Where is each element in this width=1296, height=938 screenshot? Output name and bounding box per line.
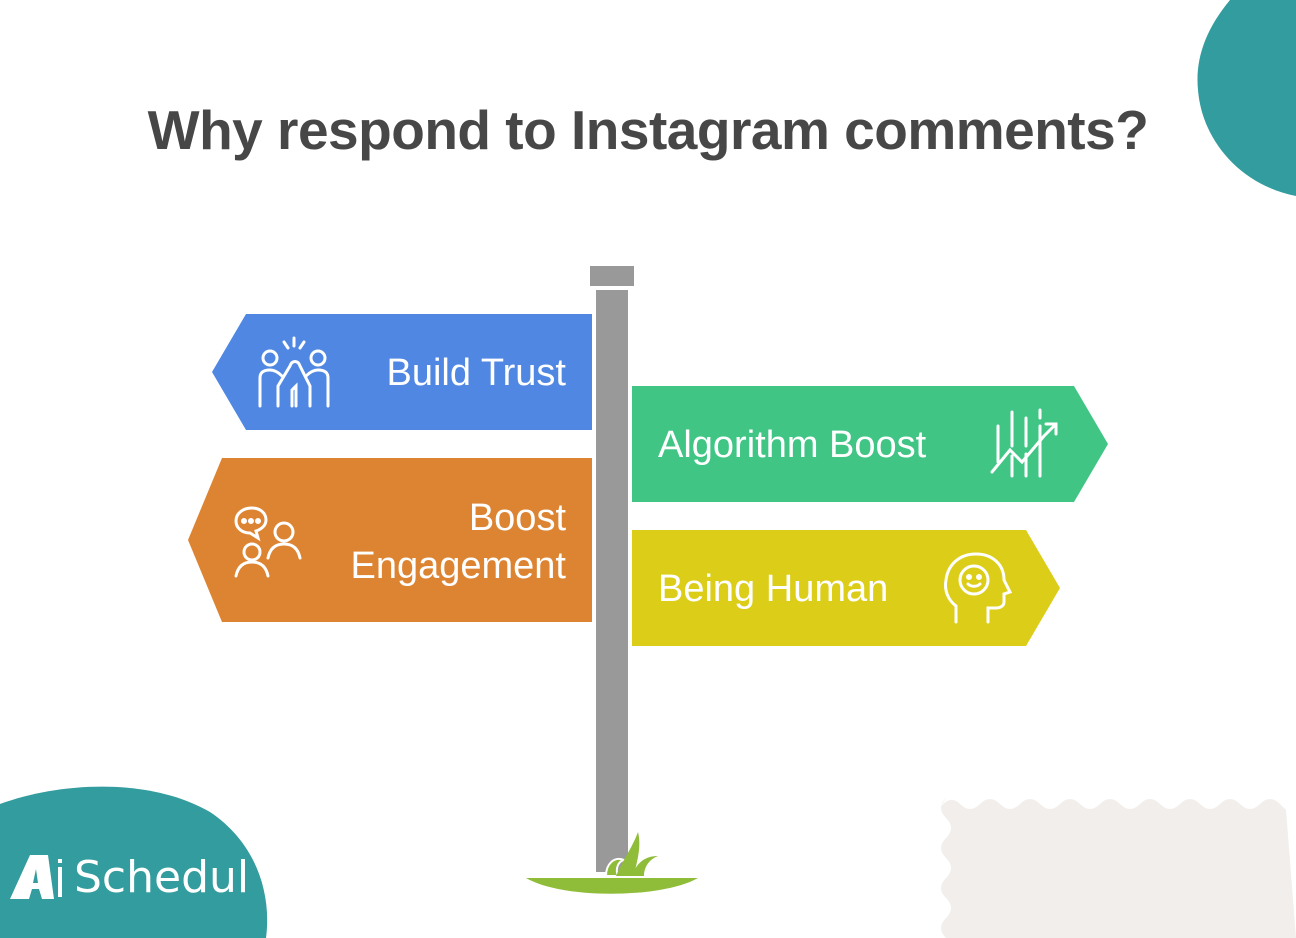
sign-label-line2: Engagement xyxy=(350,545,567,587)
sign-algorithm-boost: Algorithm Boost xyxy=(632,386,1108,502)
chat-people-icon xyxy=(234,506,302,578)
logo-text: Schedul xyxy=(74,852,250,903)
sign-shape xyxy=(632,386,1108,502)
sign-label-line1: Boost xyxy=(468,497,566,539)
teal-blob-top-right xyxy=(1197,0,1296,196)
logo: Schedul xyxy=(8,852,249,903)
high-five-icon xyxy=(258,336,330,408)
sign-build-trust: Build Trust xyxy=(212,314,592,430)
sign-shape xyxy=(632,530,1060,646)
sign-label: Algorithm Boost xyxy=(658,424,927,466)
sign-label: Being Human xyxy=(658,568,889,610)
grass-base xyxy=(526,832,698,894)
teal-blob-bottom-left xyxy=(0,786,268,938)
page-title: Why respond to Instagram comments? xyxy=(147,99,1149,161)
smiling-head-icon xyxy=(944,552,1013,624)
sign-shape xyxy=(188,458,592,622)
sign-shape xyxy=(212,314,592,430)
sign-being-human: Being Human xyxy=(632,530,1060,646)
stamp-decoration xyxy=(940,798,1296,938)
ai-logo-mark-icon xyxy=(10,854,62,899)
growth-chart-icon xyxy=(990,408,1058,478)
sign-boost-engagement: Boost Engagement xyxy=(188,458,592,622)
signpost-pole xyxy=(596,290,628,872)
sign-label: Build Trust xyxy=(386,352,566,394)
signpost-cap xyxy=(590,266,634,286)
